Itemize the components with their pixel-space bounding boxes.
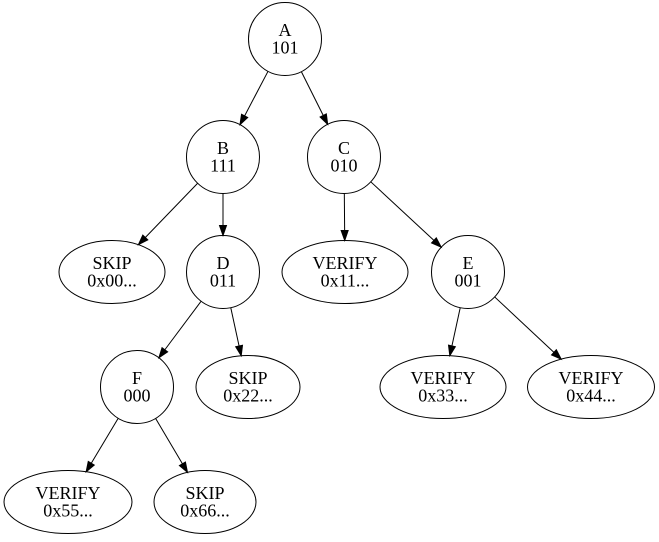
node-skip-0x66-ellipse	[153, 470, 257, 534]
edge-e-verify-0x44	[494, 296, 563, 361]
arrowhead-icon	[234, 344, 244, 358]
edge-line	[494, 296, 555, 353]
edge-line	[300, 71, 324, 116]
node-b-circle	[186, 120, 260, 194]
edge-c-verify-0x11	[340, 193, 349, 243]
edge-a-c	[300, 71, 329, 126]
node-a-circle	[248, 2, 322, 76]
arrowhead-icon	[137, 234, 149, 246]
edge-a-b	[239, 71, 269, 127]
node-verify-0x55-ellipse	[3, 470, 133, 534]
arrowhead-icon	[218, 225, 228, 238]
node-verify-0x44-ellipse	[527, 355, 655, 419]
node-e-circle	[431, 235, 505, 309]
edge-f-skip-0x66	[155, 418, 189, 474]
edge-d-skip-0x22	[230, 307, 244, 358]
edge-f-verify-0x55	[85, 418, 119, 474]
node-d-circle	[186, 235, 260, 309]
node-skip-0x00-ellipse	[58, 240, 166, 304]
arrowhead-icon	[239, 113, 249, 127]
edge-b-d	[218, 193, 228, 238]
edge-b-skip-0x00	[137, 182, 199, 246]
edge-line	[164, 300, 202, 351]
arrowhead-icon	[550, 348, 563, 361]
node-c-circle	[307, 120, 381, 194]
edge-c-e	[370, 181, 443, 249]
edge-line	[90, 418, 119, 464]
edge-line	[230, 307, 240, 347]
node-f-circle	[100, 350, 174, 424]
arrowhead-icon	[447, 344, 457, 358]
arrowhead-icon	[157, 346, 169, 359]
edge-d-f	[157, 300, 202, 359]
edge-line	[155, 418, 183, 465]
arrowhead-icon	[85, 460, 96, 474]
arrowhead-icon	[319, 113, 329, 126]
arrowhead-icon	[178, 461, 189, 474]
arrowhead-icon	[430, 236, 443, 249]
edge-e-verify-0x33	[447, 307, 461, 358]
edge-line	[451, 307, 461, 347]
node-verify-0x11-ellipse	[281, 240, 409, 304]
edge-line	[144, 182, 199, 238]
edge-line	[244, 71, 269, 117]
edge-line	[370, 181, 435, 241]
node-skip-0x22-ellipse	[195, 355, 301, 419]
arrowhead-icon	[340, 229, 349, 243]
node-verify-0x33-ellipse	[379, 355, 507, 419]
